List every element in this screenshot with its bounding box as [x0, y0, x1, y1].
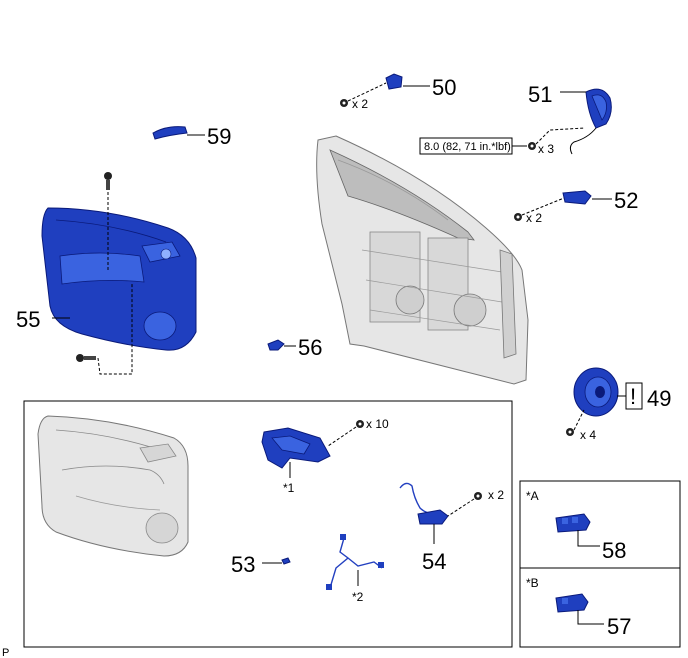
inset-box-main [23, 400, 513, 648]
screw-55-bottom-icon [76, 354, 96, 362]
screw-55-top-icon [104, 172, 112, 190]
part-58-switch [555, 513, 591, 533]
qty-inset-top: x 10 [366, 417, 389, 431]
callout-52: 52 [614, 188, 638, 213]
part-55-door-panel [41, 207, 197, 351]
part-53-clip [281, 557, 291, 565]
qty-49: x 4 [580, 428, 596, 442]
callout-50: 50 [432, 75, 456, 100]
note-star2: *2 [352, 590, 364, 604]
svg-text:!: ! [630, 384, 636, 409]
part-49-speaker [573, 367, 619, 417]
qty-50: x 2 [352, 97, 368, 111]
note-star-a: *A [526, 489, 539, 503]
callout-56: 56 [298, 335, 322, 360]
screw-49-icon [566, 428, 574, 436]
inset-door-trim [37, 415, 189, 557]
part-51-mirror [569, 88, 612, 155]
qty-52: x 2 [526, 211, 542, 225]
part-star2-harness [326, 534, 384, 590]
callout-57: 57 [607, 614, 631, 639]
svg-text:8.0 (82, 71 in.*lbf): 8.0 (82, 71 in.*lbf) [424, 141, 511, 153]
callout-51: 51 [528, 82, 552, 107]
callout-49: 49 [647, 386, 671, 411]
callout-59: 59 [207, 124, 231, 149]
part-50-clip [385, 73, 403, 90]
part-52-handle [562, 190, 592, 205]
inset-box-b [519, 567, 681, 648]
warning-icon: ! [625, 382, 643, 410]
callout-54: 54 [422, 549, 446, 574]
callout-53: 53 [231, 552, 255, 577]
door-frame [316, 135, 529, 385]
bolt-50-icon [340, 99, 348, 107]
part-54-switch [399, 482, 449, 525]
corner-mark: P [2, 647, 9, 658]
note-star-b: *B [526, 576, 539, 590]
part-56-clip [267, 339, 285, 351]
callout-58: 58 [602, 538, 626, 563]
bolt-54-icon [474, 492, 482, 500]
note-star1: *1 [283, 481, 295, 495]
bolt-inset-top-icon [356, 420, 364, 428]
part-star1-bracket [261, 427, 331, 469]
qty-51: x 3 [538, 142, 554, 156]
bolt-51-icon [528, 142, 536, 150]
part-57-switch [555, 593, 589, 613]
inset-box-a [519, 480, 681, 569]
bolt-52-icon [514, 213, 522, 221]
part-59-trim [152, 126, 188, 140]
callout-55: 55 [16, 307, 40, 332]
qty-54: x 2 [488, 488, 504, 502]
torque-box: 8.0 (82, 71 in.*lbf) [419, 137, 513, 155]
